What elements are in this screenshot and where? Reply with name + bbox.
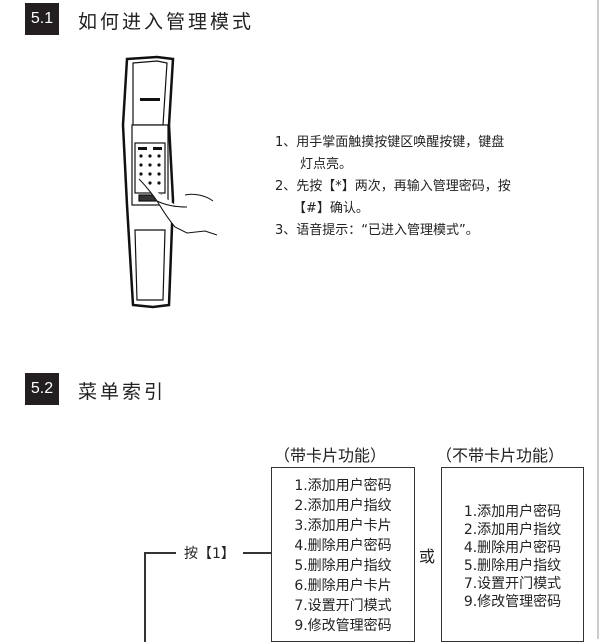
section-title-5-1: 如何进入管理模式 [78, 11, 255, 33]
menu-item: 5.删除用户指纹 [294, 558, 392, 574]
instruction-step-2-cont: 【#】确认。 [293, 201, 369, 216]
instruction-step-2: 2、先按【*】两次，再输入管理密码，按 [275, 179, 511, 194]
with-card-menu-list: 1.添加用户密码 2.添加用户指纹 3.添加用户卡片 4.删除用户密码 5.删除… [272, 476, 414, 636]
with-card-menu-box: 1.添加用户密码 2.添加用户指纹 3.添加用户卡片 4.删除用户密码 5.删除… [271, 467, 415, 642]
instruction-step-1: 1、用手掌面触摸按键区唤醒按键，键盘 [275, 135, 505, 150]
menu-item: 7.设置开门模式 [294, 598, 392, 614]
press-1-label: 按【1】 [184, 546, 235, 562]
instruction-list: 1、用手掌面触摸按键区唤醒按键，键盘 灯点亮。 2、先按【*】两次，再输入管理密… [275, 132, 575, 242]
connector-right-line [243, 552, 271, 554]
without-card-menu-list: 1.添加用户密码 2.添加用户指纹 4.删除用户密码 5.删除用户指纹 7.设置… [442, 503, 583, 611]
menu-item: 4.删除用户密码 [294, 538, 392, 554]
door-lock-with-hand-icon [121, 55, 218, 309]
without-card-header: （不带卡片功能） [436, 446, 565, 465]
section-title-5-2: 菜单索引 [78, 381, 167, 403]
menu-item: 2.添加用户指纹 [463, 522, 562, 538]
or-label: 或 [419, 547, 436, 566]
page-edge-divider [597, 0, 599, 639]
menu-item: 5.删除用户指纹 [463, 558, 562, 574]
menu-item: 9.修改管理密码 [463, 594, 562, 610]
section-number-5-2: 5.2 [25, 373, 59, 405]
menu-item: 1.添加用户密码 [294, 478, 392, 494]
with-card-header: （带卡片功能） [274, 446, 387, 465]
instruction-step-1-cont: 灯点亮。 [300, 157, 353, 172]
menu-item: 1.添加用户密码 [463, 504, 562, 520]
menu-item: 2.添加用户指纹 [294, 498, 392, 514]
menu-item: 9.修改管理密码 [294, 618, 392, 634]
connector-vertical-line [144, 552, 146, 642]
connector-left-line [144, 552, 176, 554]
without-card-menu-box: 1.添加用户密码 2.添加用户指纹 4.删除用户密码 5.删除用户指纹 7.设置… [441, 467, 584, 642]
instruction-step-3: 3、语音提示：“已进入管理模式”。 [275, 223, 479, 238]
menu-item: 3.添加用户卡片 [294, 518, 392, 534]
section-number-5-1: 5.1 [25, 3, 59, 35]
menu-item: 4.删除用户密码 [463, 540, 562, 556]
menu-item: 7.设置开门模式 [463, 576, 562, 592]
menu-item: 6.删除用户卡片 [294, 578, 392, 594]
